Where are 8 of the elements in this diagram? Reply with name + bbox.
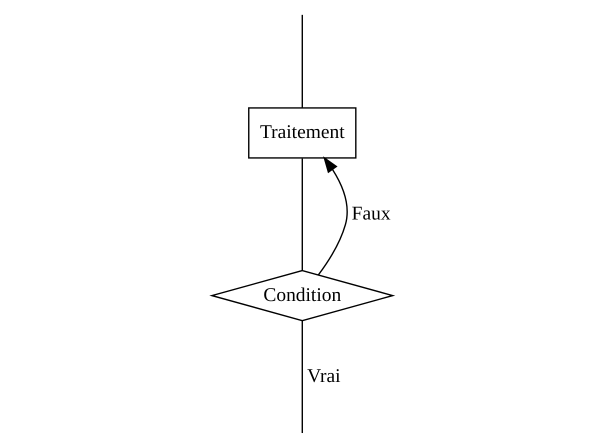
connector [302, 158, 303, 270]
edge-label: Vrai [307, 366, 341, 388]
arrow [318, 156, 348, 276]
connector [302, 320, 303, 434]
edge-label: Faux [352, 203, 391, 224]
connector [302, 14, 303, 108]
node-diamond: Condition [209, 270, 396, 322]
node-box: Traitement [248, 107, 356, 159]
